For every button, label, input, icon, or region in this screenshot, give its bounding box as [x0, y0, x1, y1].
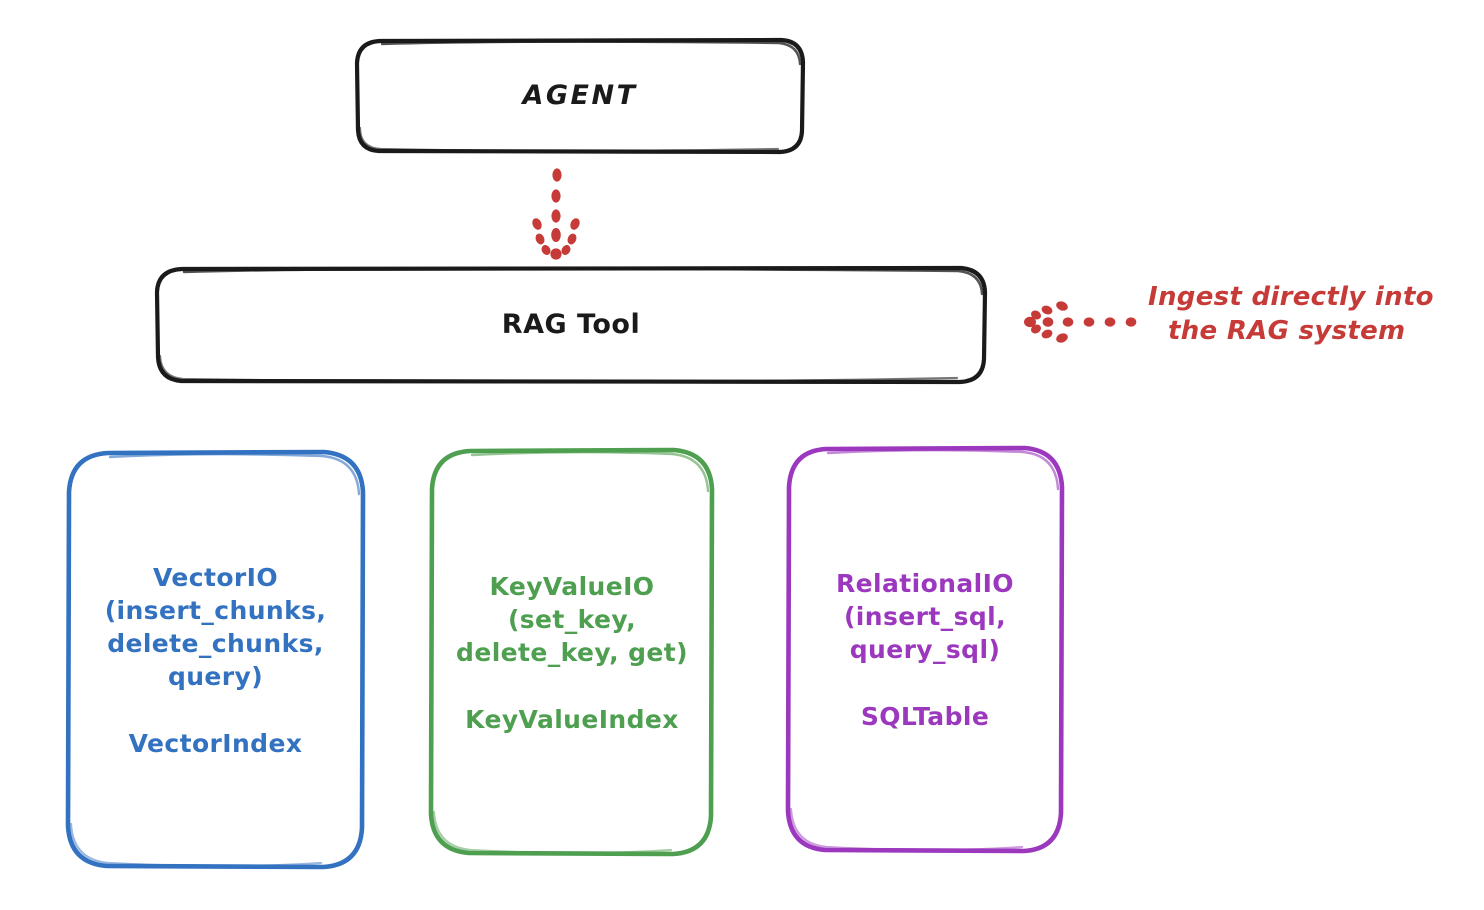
vector-io-node[interactable]: VectorIO (insert_chunks, delete_chunks, …: [68, 452, 363, 868]
ingest-annotation: Ingest directly into the RAG system: [1148, 280, 1478, 349]
relational-io-index-label: SQLTable: [860, 702, 990, 731]
ingest-annotation-line-2: the RAG system: [1168, 316, 1406, 347]
vector-io-interface-label: VectorIO (insert_chunks, delete_chunks, …: [104, 562, 327, 691]
rag-tool-node[interactable]: RAG Tool: [157, 268, 985, 382]
key-value-io-node[interactable]: KeyValueIO (set_key, delete_key, get) Ke…: [432, 450, 712, 855]
rag-tool-box-outline: [154, 265, 988, 385]
agent-label: AGENT: [522, 80, 638, 112]
relational-io-box-outline: [785, 445, 1065, 854]
key-value-io-index-label: KeyValueIndex: [465, 704, 679, 734]
key-value-io-body: KeyValueIO (set_key, delete_key, get) Ke…: [432, 570, 712, 736]
ingest-annotation-line-1: Ingest directly into: [1148, 282, 1434, 312]
relational-io-body: RelationalIO (insert_sql, query_sql) SQL…: [788, 567, 1062, 733]
agent-node[interactable]: AGENT: [357, 40, 803, 152]
vector-io-body: VectorIO (insert_chunks, delete_chunks, …: [68, 561, 363, 760]
rag-tool-label: RAG Tool: [501, 309, 641, 341]
dotted-left-arrow-icon: [1024, 301, 1137, 343]
key-value-io-interface-label: KeyValueIO (set_key, delete_key, get): [456, 571, 688, 667]
vector-io-index-label: VectorIndex: [128, 728, 303, 758]
relational-io-node[interactable]: RelationalIO (insert_sql, query_sql) SQL…: [788, 448, 1062, 852]
relational-io-interface-label: RelationalIO (insert_sql, query_sql): [836, 569, 1014, 664]
agent-box-outline: [354, 37, 806, 155]
dotted-down-arrow-icon: [532, 168, 580, 260]
key-value-io-box-outline: [428, 447, 715, 857]
vector-io-box-outline: [65, 449, 366, 870]
